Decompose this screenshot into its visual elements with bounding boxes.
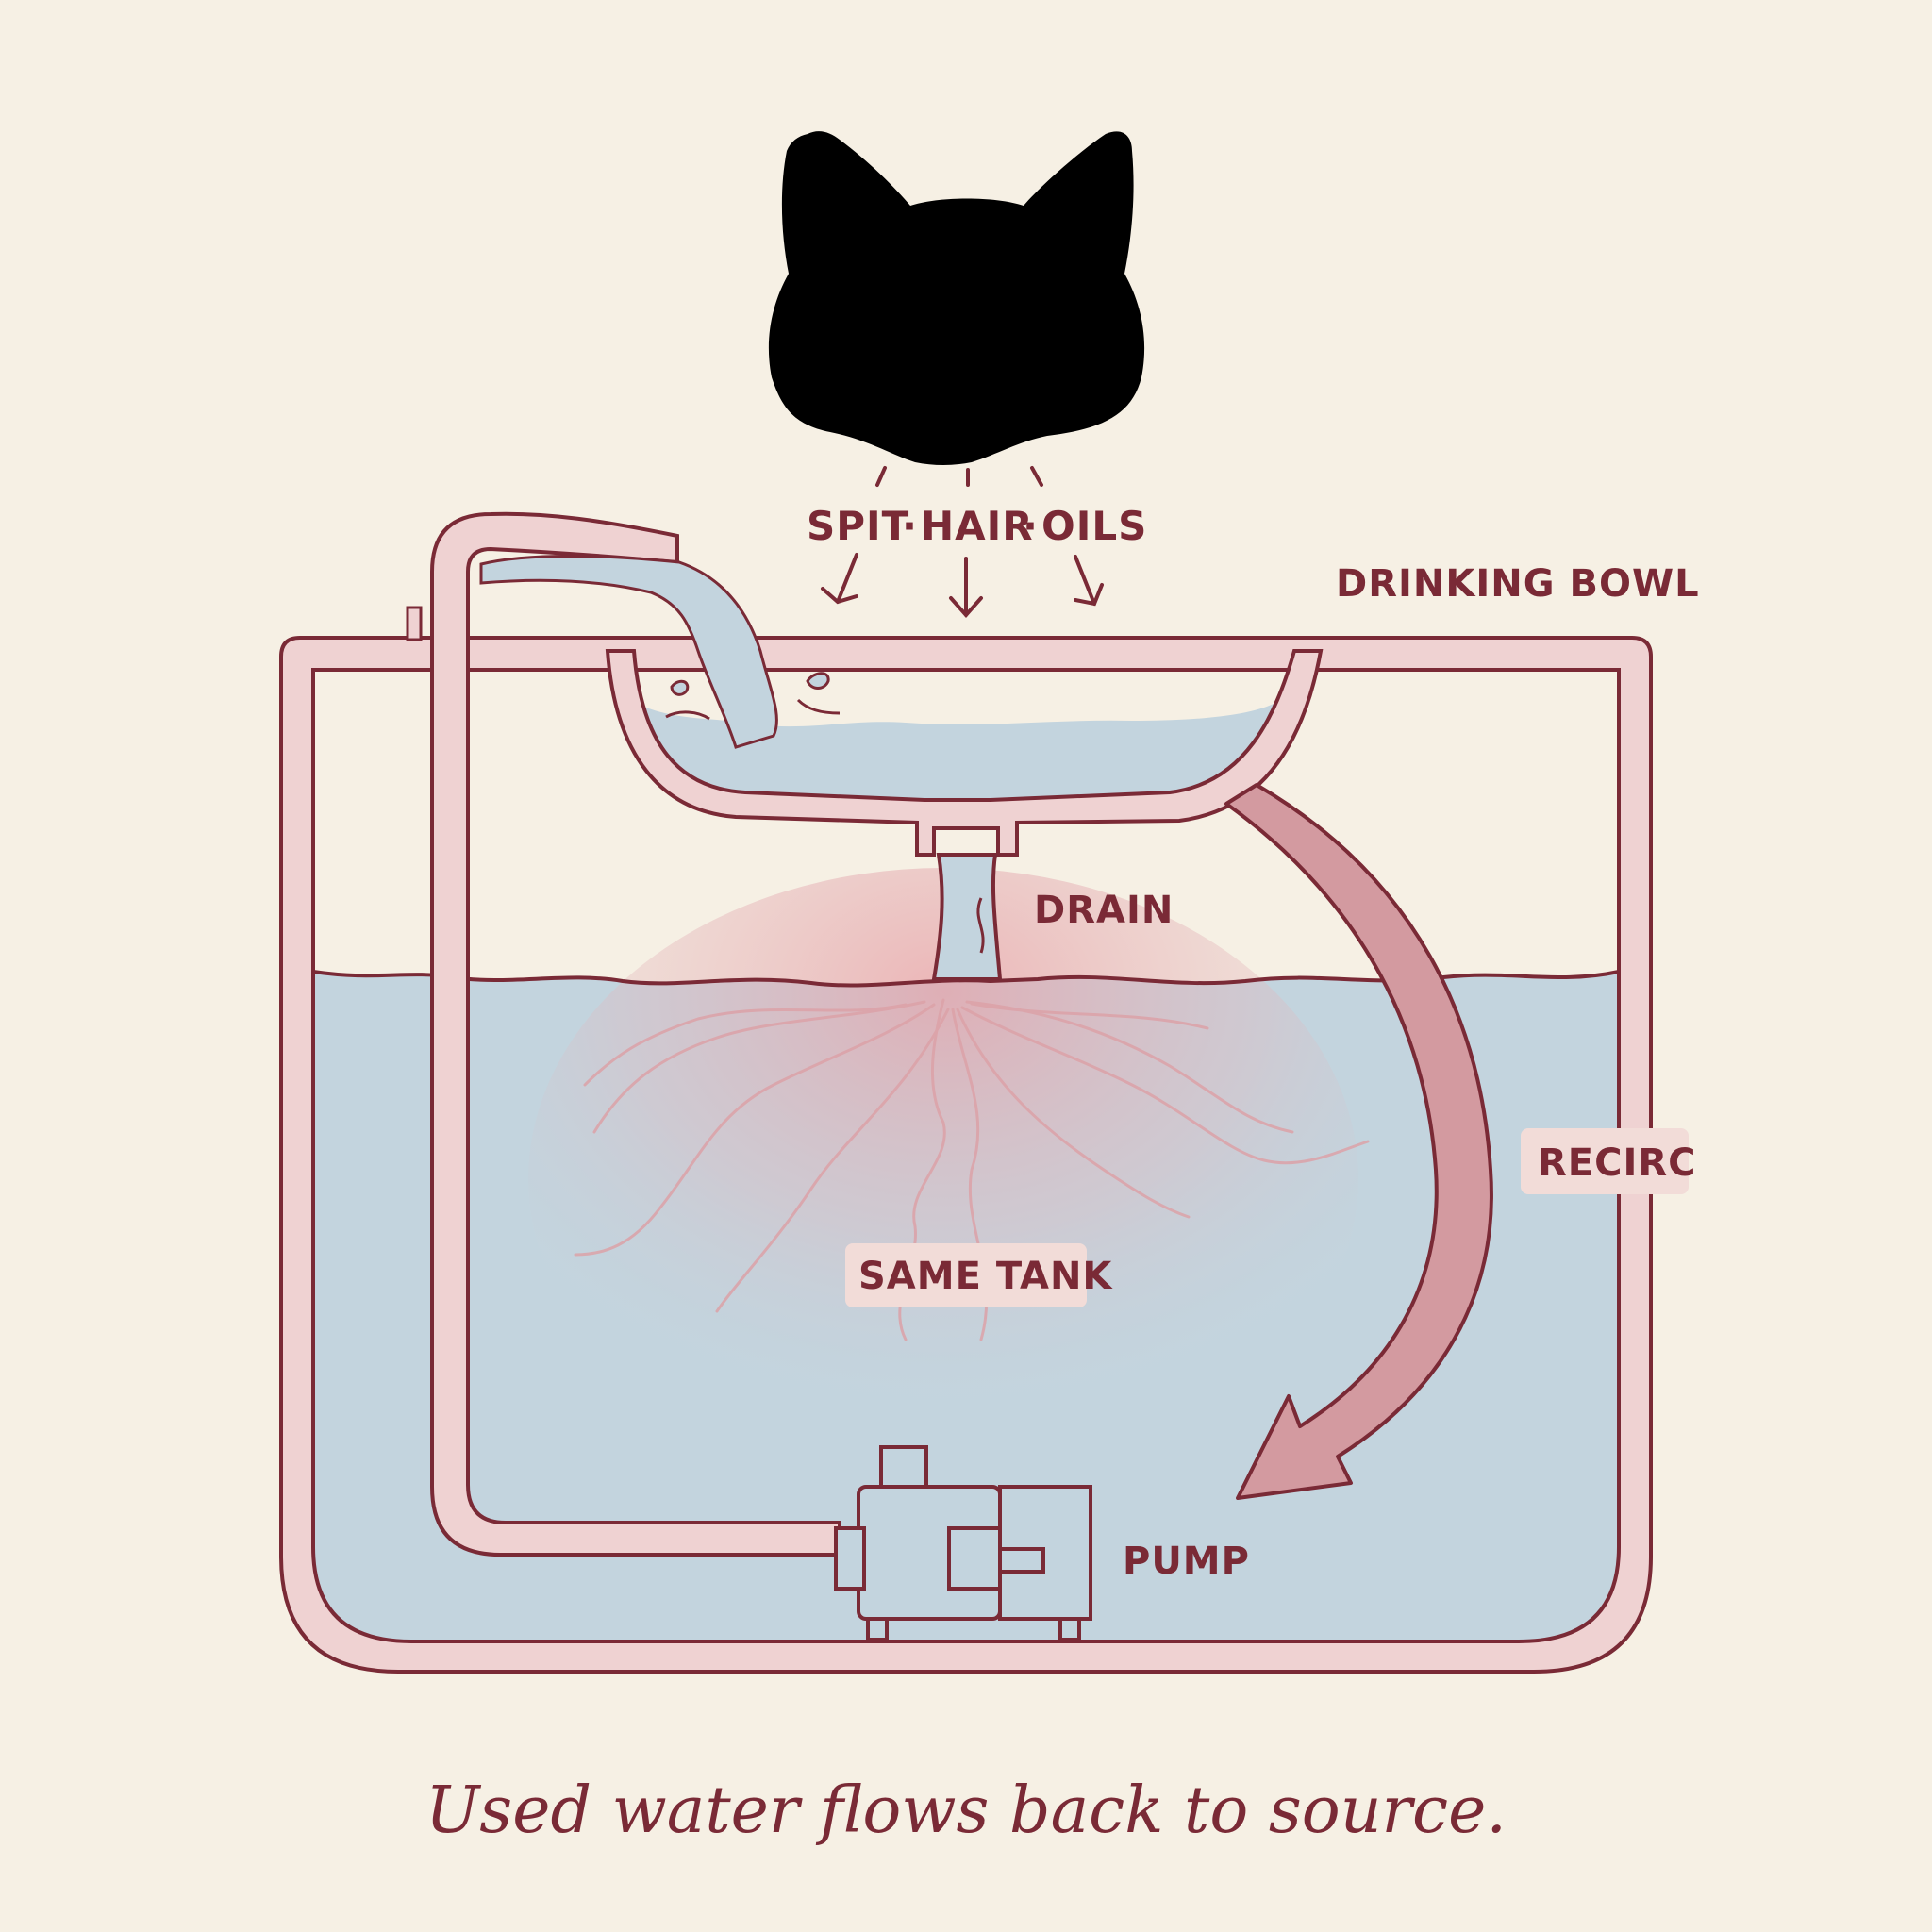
separator: ·	[902, 503, 918, 549]
recirc-arrow	[1224, 783, 1493, 1500]
splash-line	[796, 698, 841, 715]
pump-foot-left	[866, 1617, 889, 1641]
outflow-stream	[479, 555, 778, 749]
separator: ·	[1023, 503, 1039, 549]
bowl-water	[641, 704, 1274, 809]
drinking-bowl	[605, 649, 1324, 981]
pump-inlet	[834, 1526, 866, 1591]
contamination-arrows	[821, 466, 1104, 619]
contamination-cloud	[528, 868, 1358, 1491]
drain-swirl	[976, 897, 985, 954]
arrow-down-icon	[821, 553, 858, 605]
pump-foot-right	[1058, 1617, 1081, 1641]
drain-stream	[931, 853, 1003, 981]
bowl-wall	[605, 649, 1324, 857]
pump-connector	[998, 1547, 1045, 1574]
same-tank-tag: SAME TANK	[845, 1243, 1113, 1307]
splash-line	[665, 710, 710, 721]
outlet-pipe	[406, 511, 841, 1557]
pump-shaft	[947, 1526, 1002, 1591]
label-hair: HAIR	[921, 503, 1034, 549]
label-same-tank: SAME TANK	[858, 1255, 1113, 1298]
label-oils: OILS	[1041, 503, 1147, 549]
label-drinking-bowl: DRINKING BOWL	[1336, 562, 1700, 606]
label-recirc: RECIRC	[1538, 1141, 1697, 1185]
splash-drop	[670, 679, 690, 696]
pipe-body	[430, 511, 841, 1557]
tank-wall	[279, 636, 1653, 1674]
arrow-down-icon	[949, 557, 983, 619]
arrow-down-icon	[1074, 555, 1104, 607]
label-pump: PUMP	[1123, 1540, 1250, 1583]
pump	[834, 1445, 1092, 1641]
label-spit: SPIT	[807, 503, 909, 549]
recirc-tag: RECIRC	[1521, 1128, 1697, 1194]
pump-top-nozzle	[879, 1445, 928, 1489]
label-drain: DRAIN	[1034, 889, 1174, 932]
pipe-stub	[406, 606, 423, 641]
splash-drop	[806, 672, 830, 690]
caption: Used water flows back to source.	[425, 1774, 1507, 1848]
cat-head-icon	[768, 131, 1145, 465]
